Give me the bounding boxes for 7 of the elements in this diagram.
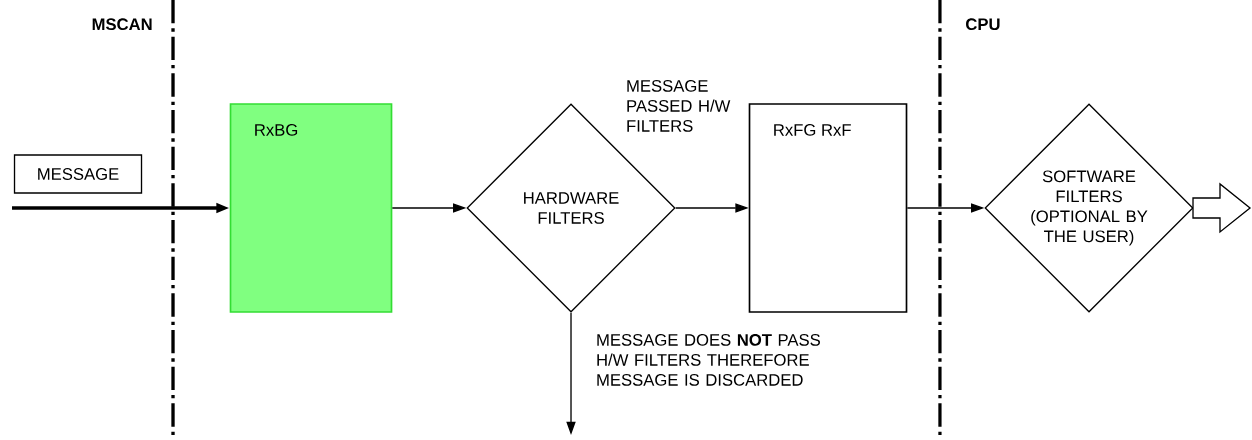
- message-box: MESSAGE: [13, 154, 143, 194]
- register-box: RxFG RxF: [748, 103, 908, 313]
- block-arrow: [1192, 182, 1252, 234]
- edge-label: MESSAGE DOES NOT PASS H/W FILTERS THEREFORE MESSAGE IS DISCARDED: [597, 334, 820, 386]
- region-label: MSCAN: [92, 18, 152, 31]
- region-label: CPU: [966, 18, 1000, 31]
- register-box: RxBG: [229, 103, 393, 313]
